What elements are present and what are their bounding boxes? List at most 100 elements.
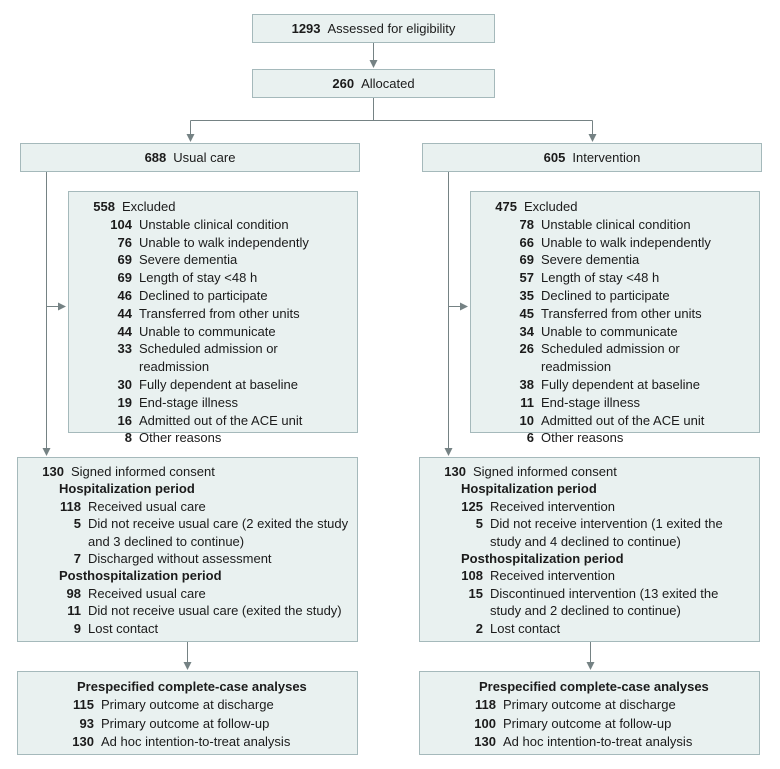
stat-count: 57 bbox=[519, 270, 534, 286]
section-heading: Posthospitalization period bbox=[59, 568, 222, 584]
stat-label: End-stage illness bbox=[541, 394, 640, 410]
stat-label: Primary outcome at discharge bbox=[101, 697, 274, 713]
stat-count: 130 bbox=[42, 464, 64, 479]
stat-label: Unstable clinical condition bbox=[541, 216, 691, 232]
stat-count: 605 bbox=[543, 150, 566, 165]
stat-count: 118 bbox=[60, 498, 81, 514]
stat-count: 125 bbox=[461, 498, 483, 514]
stat-count: 1293 bbox=[291, 21, 321, 36]
stat-count: 69 bbox=[117, 270, 132, 286]
stat-line: 104 Unstable clinical condition bbox=[79, 216, 349, 234]
stat-label: Severe dementia bbox=[139, 252, 238, 268]
section-heading: Prespecified complete-case analyses bbox=[479, 679, 709, 694]
stat-label: Other reasons bbox=[541, 430, 624, 446]
stat-count: 5 bbox=[73, 516, 81, 532]
stat-label: Primary outcome at follow-up bbox=[503, 715, 672, 731]
stat-label: Signed informed consent bbox=[71, 464, 215, 479]
stat-count: 93 bbox=[79, 715, 94, 731]
stat-label: Discontinued intervention (13 exited the… bbox=[490, 585, 719, 619]
section-heading: Hospitalization period bbox=[461, 481, 597, 497]
stat-label: Did not receive intervention (1 exited t… bbox=[490, 516, 723, 549]
stat-label: Signed informed consent bbox=[473, 464, 617, 479]
stat-line: 34 Unable to communicate bbox=[481, 323, 751, 341]
stat-count: 7 bbox=[73, 551, 81, 567]
stat-count: 130 bbox=[474, 734, 496, 750]
stat-count: 118 bbox=[475, 697, 496, 713]
stat-count: 34 bbox=[519, 323, 534, 339]
stat-label: Scheduled admission or readmission bbox=[541, 341, 680, 375]
section-heading: Posthospitalization period bbox=[461, 551, 624, 567]
stat-count: 98 bbox=[66, 585, 81, 601]
stat-label: Unstable clinical condition bbox=[139, 216, 289, 232]
stat-line: 57 Length of stay <48 h bbox=[481, 269, 751, 287]
stat-count: 38 bbox=[519, 376, 534, 392]
assessed-box: 1293 Assessed for eligibility bbox=[252, 14, 495, 43]
stat-count: 2 bbox=[475, 620, 483, 636]
stat-label: Declined to participate bbox=[541, 287, 670, 303]
usual-care-arm-box: 688 Usual care bbox=[20, 143, 360, 172]
stat-count: 9 bbox=[73, 620, 81, 636]
section-heading: Prespecified complete-case analyses bbox=[77, 679, 307, 694]
stat-line: 118 Primary outcome at discharge bbox=[430, 696, 751, 714]
stat-line: 76 Unable to walk independently bbox=[79, 234, 349, 252]
stat-label: Ad hoc intention-to-treat analysis bbox=[503, 734, 693, 750]
stat-label: Primary outcome at follow-up bbox=[101, 715, 270, 731]
stat-label: Received usual care bbox=[88, 585, 206, 601]
stat-label: Usual care bbox=[173, 150, 236, 165]
stat-count: 19 bbox=[117, 394, 132, 410]
stat-label: Unable to walk independently bbox=[139, 234, 309, 250]
stat-line: 69 Length of stay <48 h bbox=[79, 269, 349, 287]
stat-label: Primary outcome at discharge bbox=[503, 697, 676, 713]
stat-label: Allocated bbox=[361, 76, 415, 91]
stat-count: 44 bbox=[117, 305, 132, 321]
stat-line: 130 Ad hoc intention-to-treat analysis bbox=[430, 733, 751, 751]
stat-count: 104 bbox=[110, 216, 132, 232]
stat-count: 15 bbox=[468, 585, 483, 601]
stat-label: Received usual care bbox=[88, 498, 206, 514]
stat-label: Unable to walk independently bbox=[541, 234, 711, 250]
allocated-box: 260 Allocated bbox=[252, 69, 495, 98]
stat-label: Admitted out of the ACE unit bbox=[139, 412, 303, 428]
stat-count: 76 bbox=[117, 234, 132, 250]
stat-label: Received intervention bbox=[490, 568, 616, 584]
stat-count: 10 bbox=[519, 412, 534, 428]
stat-line: 44 Transferred from other units bbox=[79, 305, 349, 323]
stat-line: 125 Received intervention bbox=[430, 498, 751, 515]
stat-line: 98 Received usual care bbox=[28, 585, 349, 602]
stat-label: Received intervention bbox=[490, 498, 616, 514]
stat-count: 46 bbox=[117, 287, 132, 303]
stat-label: Excluded bbox=[122, 199, 176, 214]
stat-count: 30 bbox=[117, 376, 132, 392]
stat-count: 8 bbox=[124, 430, 132, 446]
stat-label: Unable to communicate bbox=[541, 323, 678, 339]
stat-label: Length of stay <48 h bbox=[541, 270, 660, 286]
stat-label: Transferred from other units bbox=[139, 305, 300, 321]
stat-count: 11 bbox=[67, 603, 81, 619]
stat-label: Length of stay <48 h bbox=[139, 270, 258, 286]
